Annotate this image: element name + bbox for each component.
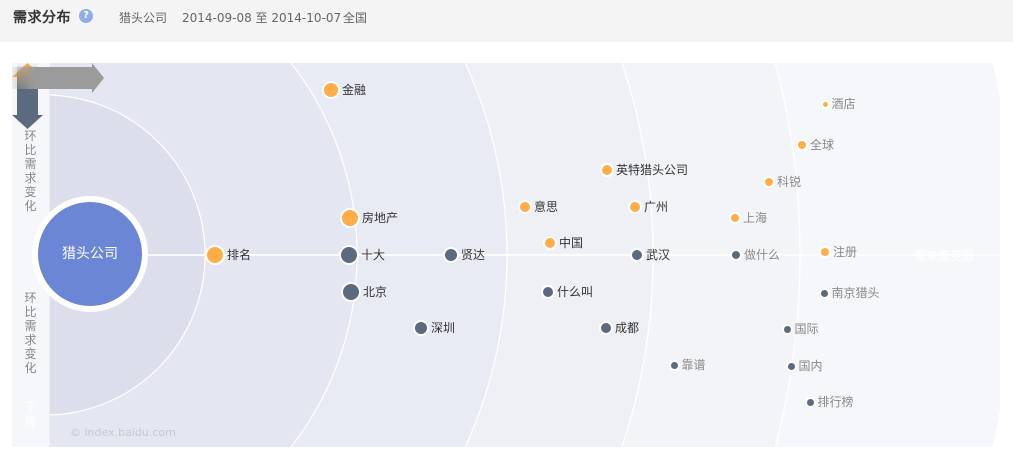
question-circle-icon[interactable]: ? [79, 9, 93, 23]
data-point-label[interactable]: 金融 [342, 83, 367, 97]
data-point-label[interactable]: 上海 [743, 211, 768, 225]
ring-background [12, 63, 1000, 447]
data-point-dot[interactable] [785, 360, 797, 372]
data-point-label[interactable]: 什么叫 [557, 285, 594, 299]
data-point-dot[interactable] [541, 285, 555, 299]
data-point-label[interactable]: 武汉 [646, 248, 671, 262]
data-point-dot[interactable] [630, 248, 644, 262]
data-point-label[interactable]: 排名 [227, 248, 252, 262]
data-point-label[interactable]: 成都 [615, 321, 640, 335]
data-point-label[interactable]: 房地产 [362, 211, 399, 225]
region-label: 全国 [343, 11, 368, 25]
data-point-dot[interactable] [763, 176, 775, 188]
data-point-dot[interactable] [819, 246, 831, 258]
data-point-dot[interactable] [804, 396, 816, 408]
data-point-dot[interactable] [729, 212, 741, 224]
data-point-label[interactable]: 注册 [833, 245, 858, 259]
data-point-label[interactable]: 全球 [810, 138, 835, 152]
data-point-label[interactable]: 贤达 [461, 248, 486, 262]
data-point-dot[interactable] [341, 282, 361, 302]
data-point-dot[interactable] [599, 321, 613, 335]
data-point-dot[interactable] [518, 200, 532, 214]
data-point-dot[interactable] [796, 139, 808, 151]
axis-label-top: 环比需求变化 [24, 129, 37, 213]
data-point-label[interactable]: 靠谱 [681, 358, 706, 372]
data-point-label[interactable]: 国内 [798, 359, 823, 373]
data-point-label[interactable]: 科锐 [777, 175, 802, 189]
data-point-label[interactable]: 深圳 [431, 321, 456, 335]
data-point-dot[interactable] [543, 236, 557, 250]
data-point-label[interactable]: 做什么 [744, 248, 781, 262]
watermark: © index.baidu.com [70, 426, 176, 439]
weak-demand-label: 需求度变弱 [914, 249, 975, 263]
data-point-dot[interactable] [322, 81, 340, 99]
data-point-dot[interactable] [730, 249, 742, 261]
data-point-label[interactable]: 中国 [559, 236, 584, 250]
data-point-label[interactable]: 北京 [363, 285, 388, 299]
center-keyword-node[interactable]: 猎头公司 [32, 196, 148, 312]
date-range-label: 2014-09-08 至 2014-10-07 [182, 11, 342, 25]
arrow-right-icon [12, 63, 104, 93]
page-title: 需求分布 [13, 10, 71, 26]
data-point-dot[interactable] [205, 245, 225, 265]
data-point-dot[interactable] [818, 287, 830, 299]
data-point-dot[interactable] [340, 208, 360, 228]
down-label: 下降 [24, 400, 37, 429]
data-point-dot[interactable] [413, 320, 429, 336]
data-point-dot[interactable] [668, 359, 680, 371]
data-point-dot[interactable] [820, 99, 830, 109]
axis-label-bottom: 环比需求变化 [24, 291, 37, 375]
header-bar: 需求分布 ? 猎头公司 2014-09-08 至 2014-10-07 全国 [0, 0, 1013, 42]
data-point-dot[interactable] [339, 245, 359, 265]
data-point-label[interactable]: 意思 [534, 200, 559, 214]
data-point-label[interactable]: 英特猎头公司 [616, 163, 689, 177]
keyword-label: 猎头公司 [119, 11, 168, 25]
data-point-label[interactable]: 广州 [644, 200, 669, 214]
data-point-label[interactable]: 排行榜 [817, 395, 854, 409]
data-point-label[interactable]: 十大 [361, 248, 386, 262]
data-point-label[interactable]: 国际 [794, 322, 819, 336]
data-point-dot[interactable] [600, 163, 614, 177]
data-point-dot[interactable] [781, 323, 793, 335]
data-point-dot[interactable] [628, 200, 642, 214]
data-point-dot[interactable] [443, 247, 459, 263]
data-point-label[interactable]: 酒店 [831, 97, 856, 111]
data-point-label[interactable]: 南京猎头 [831, 286, 880, 300]
